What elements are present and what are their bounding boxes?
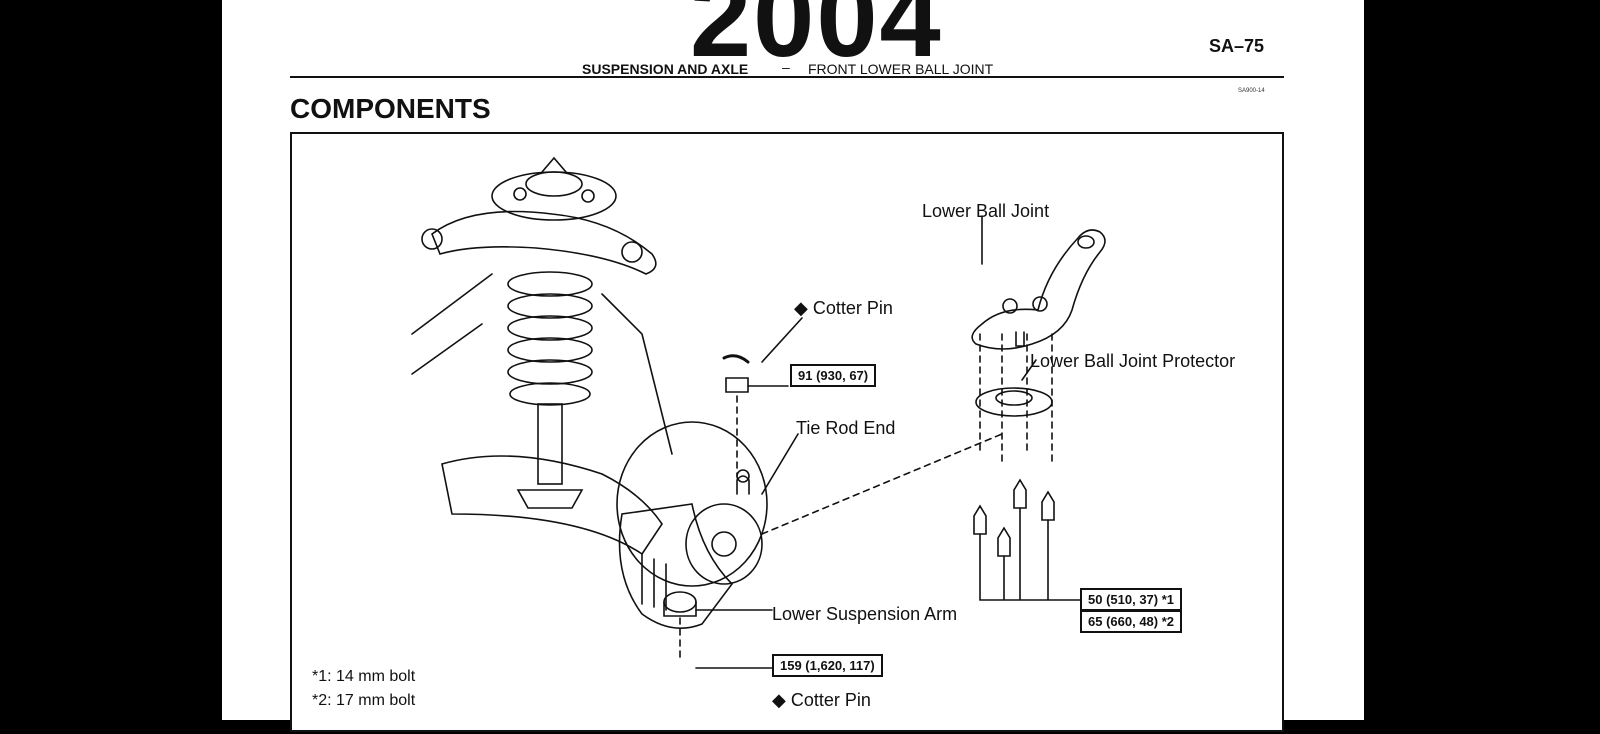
label-cotter-pin-top: ◆ Cotter Pin — [794, 298, 893, 318]
year-watermark: 2004 — [690, 0, 943, 80]
torque-spec-ball-joint-bolt-17mm: 65 (660, 48) *2 — [1080, 610, 1183, 633]
header-rule — [290, 76, 1284, 78]
section-title: SUSPENSION AND AXLE — [582, 61, 749, 77]
header-separator: – — [782, 59, 790, 75]
figure-code: SA900-14 — [1238, 88, 1265, 94]
torque-spec-ball-joint-nut: 159 (1,620, 117) — [772, 654, 883, 677]
torque-spec-tie-rod-nut: 91 (930, 67) — [790, 364, 877, 387]
label-lower-suspension-arm: Lower Suspension Arm — [772, 604, 958, 624]
subsection-title: FRONT LOWER BALL JOINT — [808, 61, 994, 77]
label-cotter-pin-bottom: ◆ Cotter Pin — [772, 690, 871, 710]
label-tie-rod-end: Tie Rod End — [796, 418, 896, 438]
label-lower-ball-joint-protector: Lower Ball Joint Protector — [1030, 351, 1236, 371]
manual-page: 2004 SA–75 SUSPENSION AND AXLE – FRONT L… — [222, 0, 1364, 732]
note-14mm-bolt: *1: 14 mm bolt — [312, 668, 416, 685]
suspension-illustration — [411, 156, 1106, 669]
torque-spec-ball-joint-bolt-14mm: 50 (510, 37) *1 — [1080, 588, 1183, 611]
page-number: SA–75 — [1208, 36, 1264, 56]
components-diagram: Lower Ball Joint ◆ Cotter Pin 91 (930, 6… — [290, 132, 1284, 732]
page-heading: COMPONENTS — [290, 93, 491, 124]
note-17mm-bolt: *2: 17 mm bolt — [312, 692, 416, 709]
label-lower-ball-joint: Lower Ball Joint — [922, 201, 1050, 221]
